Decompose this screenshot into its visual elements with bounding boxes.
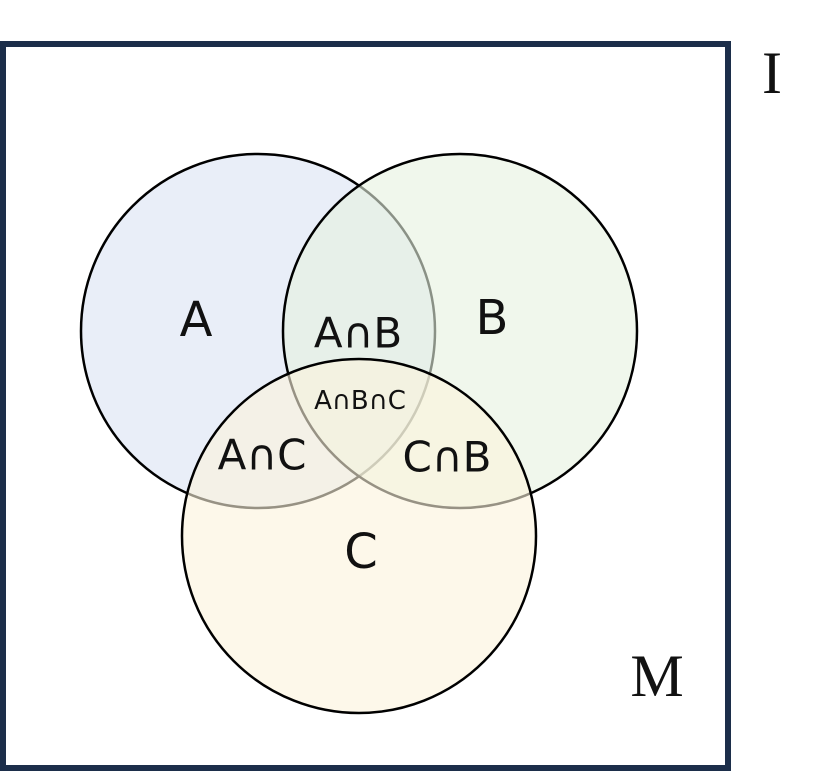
- set-circles: [79, 152, 639, 715]
- universe-label: I: [762, 40, 782, 106]
- set-a-label: A: [180, 292, 213, 348]
- region-ab-label: A∩B: [314, 309, 402, 358]
- region-abc-label: A∩B∩C: [314, 386, 406, 416]
- set-b-label: B: [476, 290, 509, 346]
- region-cb-label: C∩B: [403, 433, 492, 482]
- circle-c: [180, 357, 538, 715]
- region-ac-label: A∩C: [218, 431, 307, 480]
- set-c-label: C: [344, 524, 378, 580]
- inner-label: M: [630, 643, 683, 709]
